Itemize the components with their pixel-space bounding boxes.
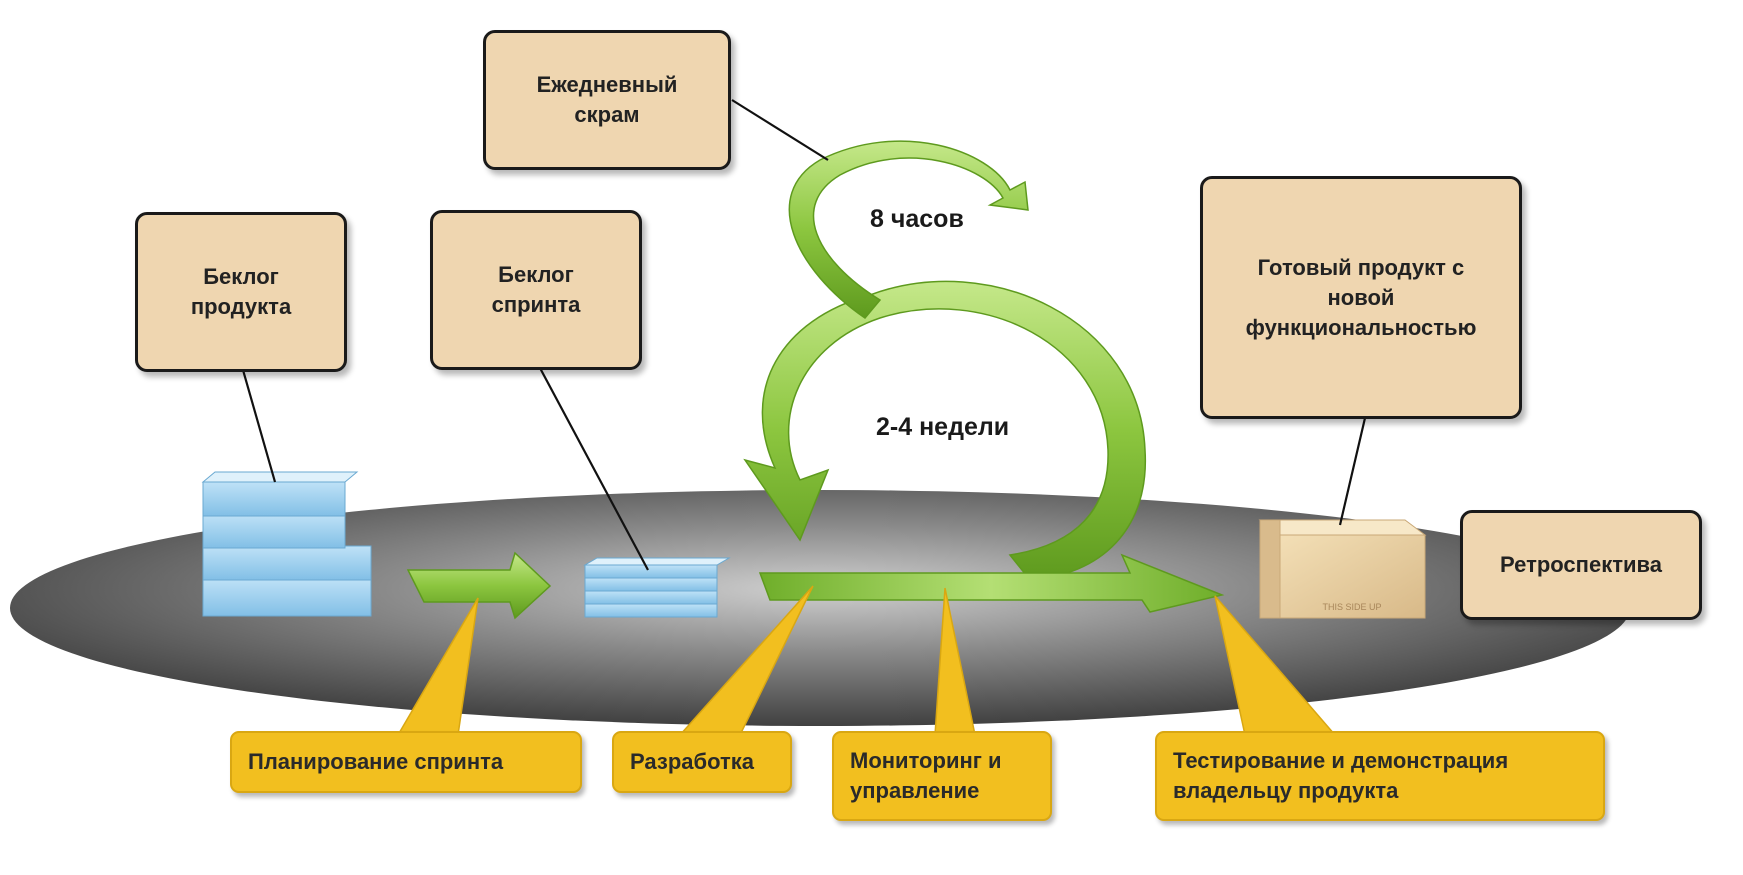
product-backlog-box: Беклог продукта	[135, 212, 347, 372]
flow-arrow	[758, 553, 1225, 613]
connector-lines	[241, 99, 1367, 571]
daily-scrum-box: Ежедневный скрам	[483, 30, 731, 170]
planning-arrow	[406, 551, 552, 620]
testing-label: Тестирование и демонстрация владельцу пр…	[1173, 748, 1509, 803]
sprint-cycle-duration: 2-4 недели	[876, 413, 1010, 441]
sprint-loop-arrow	[743, 280, 1147, 581]
retrospective-label: Ретроспектива	[1500, 552, 1662, 577]
sprint-planning-callout: Планирование спринта	[230, 731, 582, 793]
finished-product-label-box: Готовый продукт с новой функциональность…	[1200, 176, 1522, 419]
development-label: Разработка	[630, 749, 754, 774]
callout-pointers	[396, 585, 1337, 736]
monitoring-label: Мониторинг и управление	[850, 748, 1002, 803]
daily-scrum-label: Ежедневный скрам	[536, 72, 678, 127]
retrospective-box: Ретроспектива	[1460, 510, 1702, 620]
finished-product-box: THIS SIDE UP	[1258, 519, 1427, 619]
sprint-backlog-stack	[583, 557, 731, 618]
box-stamp-text: THIS SIDE UP	[1322, 602, 1381, 612]
platform-ellipse	[10, 490, 1630, 726]
product-backlog-stack	[201, 471, 372, 617]
sprint-planning-label: Планирование спринта	[248, 749, 504, 774]
daily-cycle-duration: 8 часов	[870, 205, 964, 233]
daily-loop-arrow	[788, 140, 1029, 320]
product-backlog-label: Беклог продукта	[190, 264, 292, 319]
monitoring-callout: Мониторинг и управление	[832, 731, 1052, 821]
finished-product-label: Готовый продукт с новой функциональность…	[1245, 254, 1477, 340]
testing-callout: Тестирование и демонстрация владельцу пр…	[1155, 731, 1605, 821]
sprint-backlog-label: Беклог спринта	[491, 262, 581, 317]
development-callout: Разработка	[612, 731, 792, 793]
sprint-backlog-box: Беклог спринта	[430, 210, 642, 370]
